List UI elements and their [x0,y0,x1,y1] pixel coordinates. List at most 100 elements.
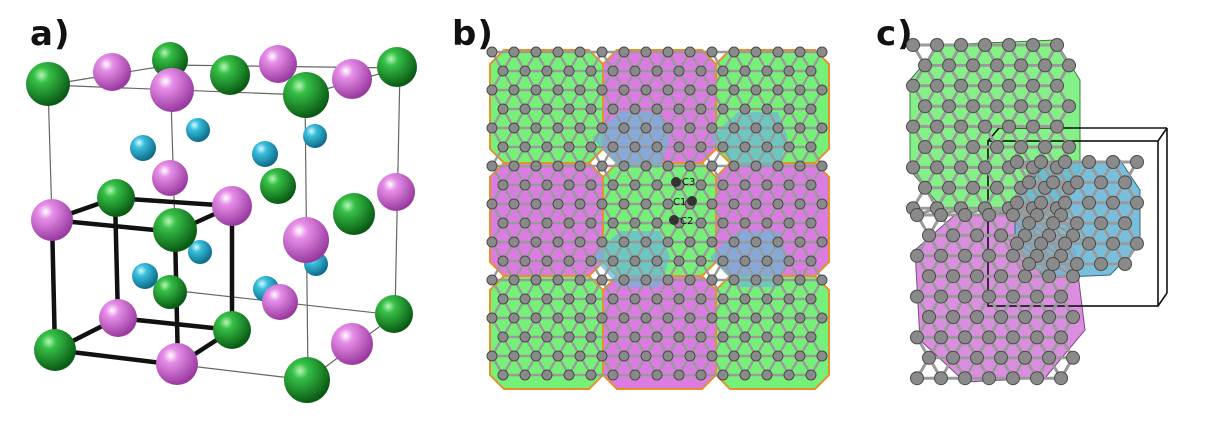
carbon-atom [563,255,575,267]
carbon-atom [946,269,960,284]
carbon-atom [629,65,641,77]
carbon-atom [934,208,948,222]
carbon-atom [684,160,696,172]
carbon-atom [497,141,509,153]
carbon-atom [607,103,619,115]
carbon-atom [970,310,984,324]
carbon-atom [922,228,936,243]
carbon-atom [761,217,773,229]
carbon-atom [541,65,553,77]
carbon-atom [728,274,740,286]
carbon-atom [508,350,520,362]
carbon-atom [541,217,553,229]
carbon-atom [596,312,608,324]
carbon-atom [717,103,729,115]
carbon-atom [618,160,630,172]
cyan-atom [186,118,210,142]
carbon-atom [486,46,498,58]
carbon-atom [607,141,619,153]
carbon-atom [930,38,944,52]
carbon-atom [1006,208,1020,222]
carbon-atom [1062,99,1076,114]
atom-c1 [687,196,697,206]
carbon-atom [739,179,751,191]
carbon-atom [783,255,795,267]
carbon-atom [794,122,806,134]
carbon-atom [574,160,586,172]
carbon-atom [1062,140,1076,154]
carbon-atom [497,369,509,381]
carbon-atom [552,350,564,362]
carbon-atom [942,58,956,73]
carbon-atom [946,228,960,243]
carbon-atom [922,350,936,365]
carbon-atom [563,217,575,229]
carbon-atom [772,274,784,286]
carbon-atom [982,371,996,386]
carbon-atom [958,371,972,386]
carbon-atom [574,312,586,324]
carbon-atom [958,330,972,345]
carbon-atom [717,293,729,305]
carbon-atom [673,369,685,381]
carbon-atom [596,350,608,362]
carbon-atom [1106,155,1120,169]
carbon-atom [651,65,663,77]
carbon-atom [541,331,553,343]
carbon-atom [662,350,674,362]
carbon-atom [761,141,773,153]
carbon-atom [966,99,980,114]
carbon-atom [552,274,564,286]
carbon-atom [761,65,773,77]
carbon-atom [794,350,806,362]
atom-c2 [669,215,679,225]
magenta-atom [332,59,372,99]
carbon-atom [519,369,531,381]
carbon-atom [530,160,542,172]
carbon-atom [563,141,575,153]
carbon-atom [1046,175,1060,190]
magenta-atom [377,173,415,211]
carbon-atom [978,78,992,93]
green-atom [213,311,251,349]
carbon-atom [596,46,608,58]
carbon-atom [1130,195,1144,210]
carbon-atom [816,46,828,58]
carbon-atom [1018,350,1032,365]
carbon-atom [607,217,619,229]
carbon-atom [519,179,531,191]
carbon-atom [1094,216,1108,231]
carbon-atom [618,312,630,324]
carbon-atom [910,289,924,304]
carbon-atom [739,217,751,229]
carbon-atom [706,84,718,96]
carbon-atom [942,99,956,114]
carbon-atom [695,331,707,343]
carbon-atom [728,350,740,362]
carbon-atom [1066,350,1080,365]
carbon-atom [541,255,553,267]
carbon-atom [794,236,806,248]
carbon-atom [783,141,795,153]
carbon-atom [910,208,924,222]
carbon-atom [706,236,718,248]
carbon-atom [1058,236,1072,251]
carbon-atom [1070,175,1084,190]
carbon-atom [651,141,663,153]
carbon-atom [910,248,924,263]
carbon-atom [772,350,784,362]
magenta-atom [331,323,373,365]
carbon-atom [1050,38,1064,52]
carbon-atom [618,350,630,362]
carbon-atom [1046,216,1060,231]
green-atom [333,193,375,235]
carbon-atom [1030,371,1044,386]
cyan-atom [252,141,278,167]
carbon-atom [629,179,641,191]
carbon-atom [695,369,707,381]
carbon-atom [695,179,707,191]
carbon-atom [772,122,784,134]
carbon-atom [508,46,520,58]
carbon-atom [794,312,806,324]
carbon-atom [805,65,817,77]
